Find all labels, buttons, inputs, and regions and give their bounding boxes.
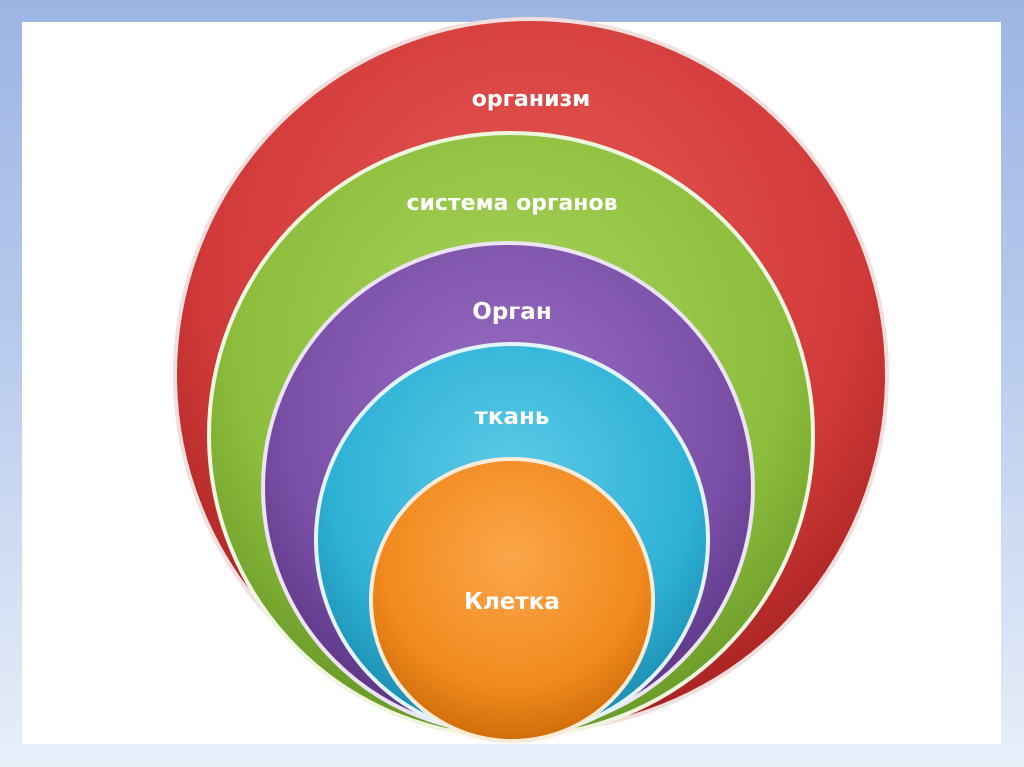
label-organ: Орган <box>472 299 551 325</box>
label-cell: Клетка <box>464 589 560 615</box>
label-tissue: ткань <box>475 404 550 430</box>
label-organism: организм <box>472 87 591 112</box>
circle-cell <box>369 457 655 743</box>
label-organ-system: система органов <box>406 191 617 216</box>
